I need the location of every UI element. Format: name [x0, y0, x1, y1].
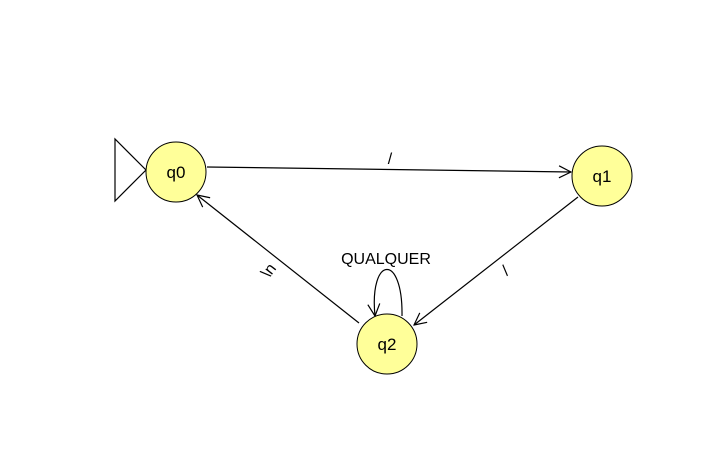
transition-q0-q1[interactable]: / — [206, 151, 571, 172]
edge-line — [206, 167, 571, 172]
transition-q2-q2[interactable]: QUALQUER — [341, 251, 431, 316]
state-circle — [145, 141, 207, 203]
edge-label: / — [499, 263, 513, 279]
state-q2[interactable]: q2 — [356, 313, 418, 375]
transition-q2-q0[interactable]: \n — [197, 195, 360, 324]
transition-q1-q2[interactable]: / — [414, 196, 579, 325]
state-label: q0 — [167, 163, 186, 182]
self-loop-edge — [374, 269, 403, 316]
state-q0[interactable]: q0 — [145, 141, 207, 203]
edge-label: QUALQUER — [341, 251, 431, 268]
initial-state-marker — [114, 137, 147, 203]
edge-line — [197, 195, 360, 324]
state-circle — [571, 145, 633, 207]
edge-label: / — [388, 151, 393, 168]
state-label: q2 — [378, 335, 397, 354]
state-q1[interactable]: q1 — [571, 145, 633, 207]
state-circle — [356, 313, 418, 375]
edge-label: \n — [258, 260, 280, 281]
edge-line — [414, 196, 579, 325]
state-label: q1 — [593, 167, 612, 186]
